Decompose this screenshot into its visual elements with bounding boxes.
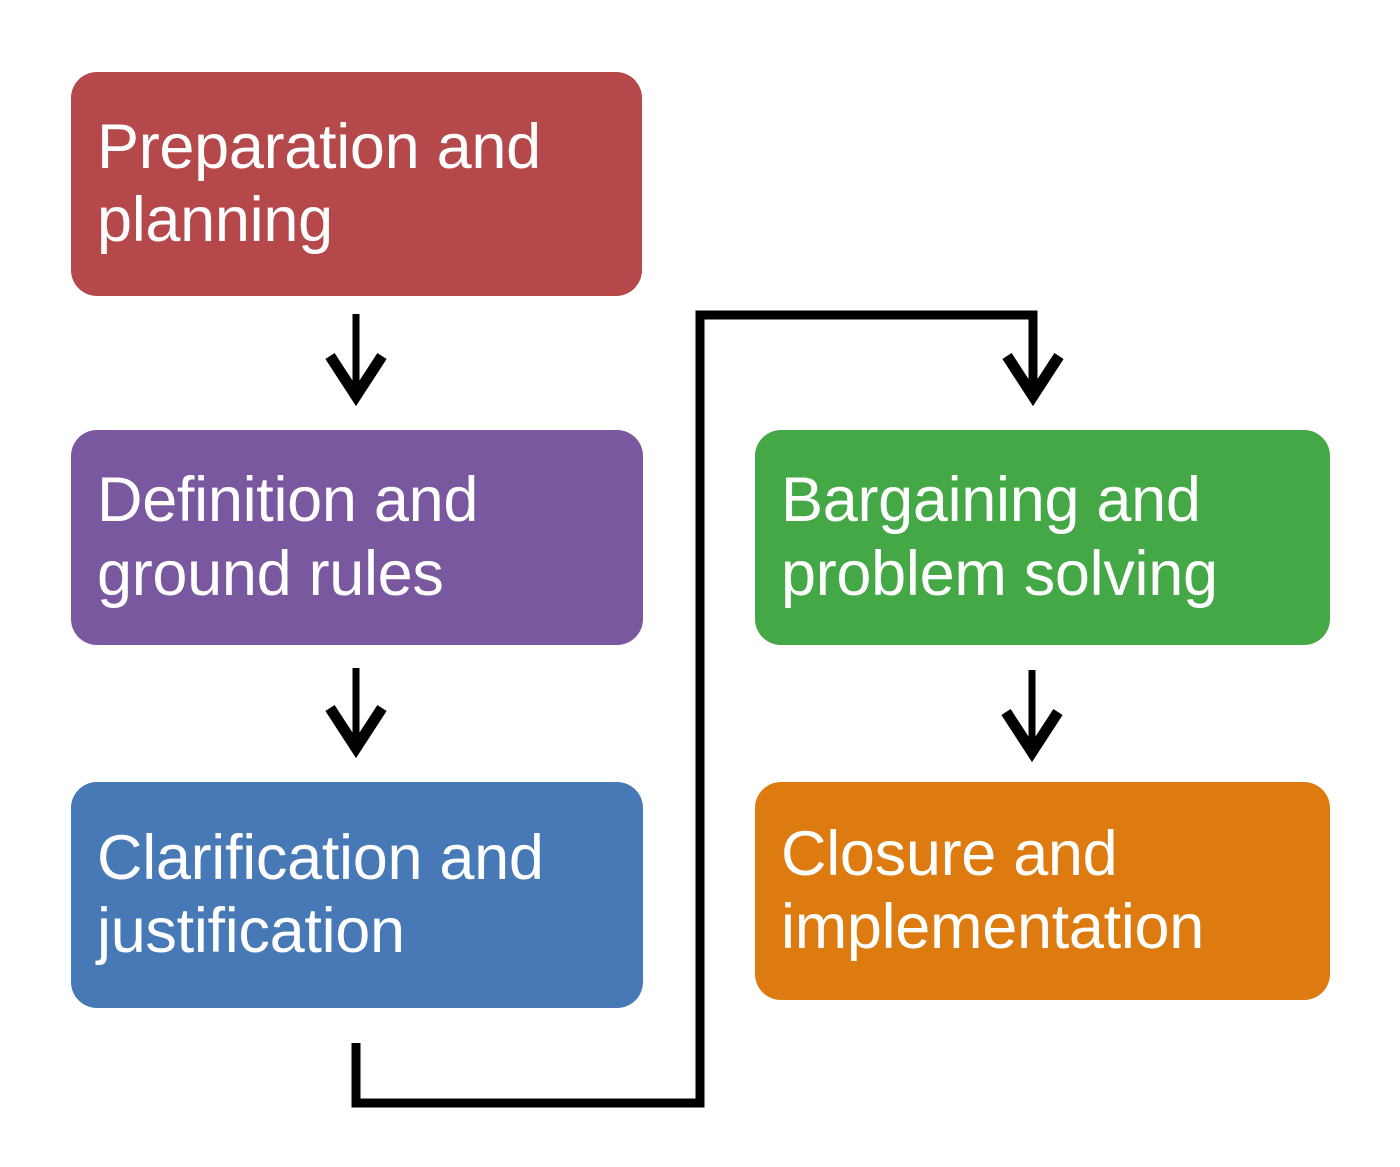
flow-node-bargaining-and-problem-solving[interactable]: Bargaining and problem solving [755, 430, 1330, 645]
arrow-preparation-to-definition [325, 314, 387, 407]
flow-node-definition-and-ground-rules[interactable]: Definition and ground rules [71, 430, 643, 645]
flow-node-label: Definition and ground rules [97, 465, 479, 609]
flow-node-label: Clarification and justification [97, 822, 544, 966]
arrow-bargaining-to-closure [1001, 670, 1063, 763]
flow-node-clarification-and-justification[interactable]: Clarification and justification [71, 782, 643, 1008]
flow-node-closure-and-implementation[interactable]: Closure and implementation [755, 782, 1330, 1000]
flow-node-label: Closure and implementation [781, 818, 1205, 962]
flow-node-label: Bargaining and problem solving [781, 465, 1218, 609]
flow-node-label: Preparation and planning [97, 111, 541, 255]
arrow-definition-to-clarification [325, 668, 387, 759]
flow-node-preparation-and-planning[interactable]: Preparation and planning [71, 72, 642, 296]
